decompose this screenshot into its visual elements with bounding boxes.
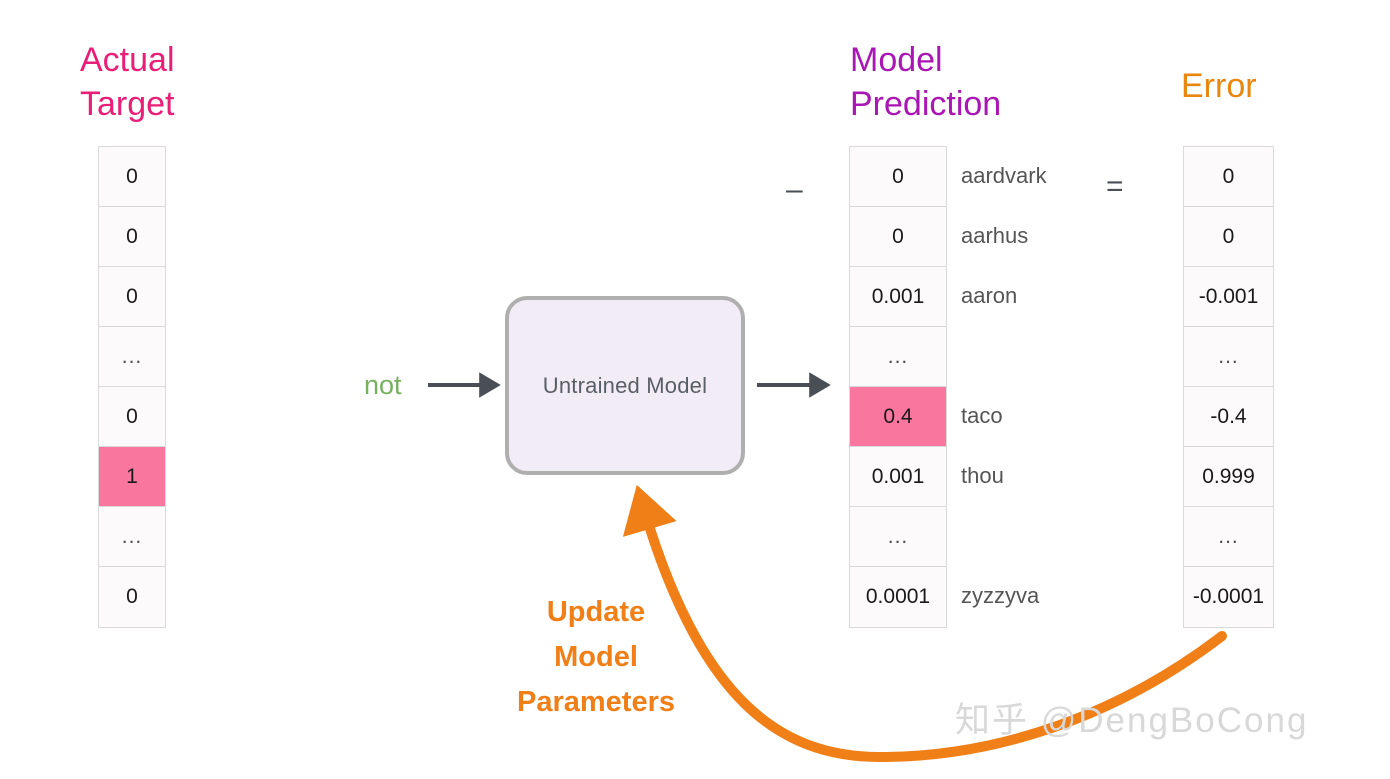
vector-cell: 0 [1184, 147, 1273, 207]
vector-cell: 0 [99, 387, 165, 447]
vocabulary-word: thou [961, 463, 1004, 488]
vector-cell: -0.001 [1184, 267, 1273, 327]
vector-cell: ... [1184, 507, 1273, 567]
vector-cell: 0 [99, 207, 165, 267]
model-prediction-title: Model Prediction [850, 41, 1002, 123]
vector-cell: 0.001 [850, 447, 946, 507]
watermark-text: 知乎 @DengBoCong [955, 701, 1309, 740]
vocabulary-word: taco [961, 403, 1003, 428]
vocabulary-word: zyzzyva [961, 583, 1040, 608]
error-title: Error [1181, 67, 1257, 105]
vector-cell: 0 [850, 207, 946, 267]
vocabulary-word: aardvark [961, 163, 1047, 188]
equals-operator: = [1106, 170, 1124, 203]
vector-cell: -0.4 [1184, 387, 1273, 447]
vector-cell: ... [1184, 327, 1273, 387]
vector-cell: ... [850, 507, 946, 567]
vocabulary-word: aaron [961, 283, 1018, 308]
untrained-model-box[interactable]: Untrained Model [505, 296, 745, 475]
vocabulary-word: aarhus [961, 223, 1029, 248]
vector-cell: ... [99, 507, 165, 567]
vector-cell: 0 [99, 147, 165, 207]
vector-cell: ... [99, 327, 165, 387]
vector-cell: 0 [99, 267, 165, 327]
vector-cell: 0.001 [850, 267, 946, 327]
vocabulary-word-labels: aardvark aarhus aaron taco thou zyzzyva [961, 146, 1101, 626]
untrained-model-label: Untrained Model [542, 372, 708, 398]
minus-operator: – [786, 173, 803, 206]
vocabulary-word [961, 326, 1101, 386]
vector-cell: 0.999 [1184, 447, 1273, 507]
vector-cell: 0.0001 [850, 567, 946, 627]
vector-cell: 0 [99, 567, 165, 627]
input-word-label: not [364, 370, 402, 400]
vector-cell: 0 [850, 147, 946, 207]
vector-cell: 1 [99, 447, 165, 507]
actual-target-title: Actual Target [80, 41, 175, 123]
vector-cell: ... [850, 327, 946, 387]
vocabulary-word [961, 506, 1101, 566]
vector-cell: -0.0001 [1184, 567, 1273, 627]
vector-cell: 0 [1184, 207, 1273, 267]
vector-cell: 0.4 [850, 387, 946, 447]
update-model-parameters-caption: Update Model Parameters [517, 596, 675, 718]
